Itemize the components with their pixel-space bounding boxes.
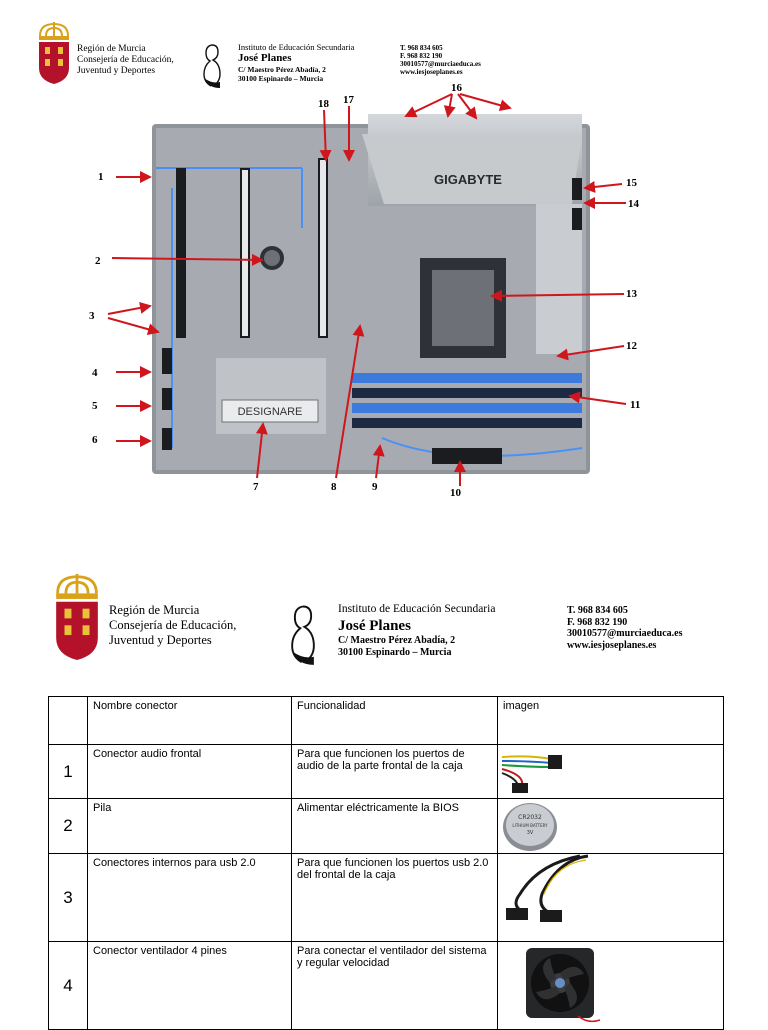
- email: 30010577@murciaeduca.es: [567, 628, 683, 639]
- callout-13: 13: [626, 288, 637, 300]
- board-brand-label: GIGABYTE: [434, 172, 502, 187]
- institute-type: Instituto de Educación Secundaria: [338, 603, 496, 615]
- region-name-block: Región de Murcia Consejería de Educación…: [109, 603, 236, 647]
- header-cell-image: imagen: [497, 696, 724, 745]
- callout-2: 2: [95, 255, 101, 267]
- region-line: Región de Murcia: [109, 603, 200, 617]
- region-name-block: Región de Murcia Consejería de Educación…: [77, 44, 174, 78]
- region-line: Juventud y Deportes: [109, 632, 212, 647]
- motherboard-image: GIGABYTE DESIGNARE: [152, 114, 590, 474]
- connector-name: Pila: [87, 798, 292, 854]
- callout-10: 10: [450, 487, 461, 499]
- phone: T. 968 834 605: [567, 605, 628, 616]
- callout-arrows: [107, 93, 627, 486]
- connector-name: Conector audio frontal: [87, 744, 292, 799]
- website: www.iesjoseplanes.es: [400, 68, 463, 77]
- connector-function: Para que funcionen los puertos de audio …: [291, 744, 498, 799]
- website: www.iesjoseplanes.es: [567, 639, 657, 651]
- table-row: 3 Conectores internos para usb 2.0 Para …: [48, 853, 724, 942]
- contact-block: T. 968 834 605 F. 968 832 190 30010577@m…: [400, 44, 481, 76]
- fax: F. 968 832 190: [567, 616, 628, 628]
- callout-15: 15: [626, 177, 637, 189]
- callout-1: 1: [98, 171, 104, 183]
- fan-image: [526, 948, 601, 1023]
- address-line: C/ Maestro Pérez Abadía, 2: [238, 65, 326, 75]
- address-line: 30100 Espinardo – Murcia: [338, 646, 452, 658]
- connector-function: Alimentar eléctricamente la BIOS: [291, 798, 498, 854]
- region-line: Juventud y Deportes: [77, 66, 156, 77]
- board-model-label: DESIGNARE: [238, 406, 303, 418]
- battery-label: 3V: [527, 830, 534, 836]
- header-cell-name: Nombre conector: [87, 696, 292, 745]
- callout-7: 7: [253, 481, 259, 493]
- email: 30010577@murciaeduca.es: [400, 60, 481, 69]
- region-crest-logo: [39, 22, 69, 84]
- institute-block: Instituto de Educación Secundaria José P…: [338, 603, 495, 659]
- battery-label: CR2032: [518, 814, 542, 821]
- institute-name: José Planes: [238, 52, 292, 65]
- school-bust-logo: [203, 44, 221, 88]
- callout-9: 9: [372, 481, 378, 493]
- institute-name: José Planes: [338, 617, 411, 634]
- institute-type: Instituto de Educación Secundaria: [238, 42, 355, 52]
- institute-block: Instituto de Educación Secundaria José P…: [238, 42, 354, 83]
- header-cell-number: [48, 696, 88, 745]
- callout-14: 14: [628, 198, 639, 210]
- callout-5: 5: [92, 400, 98, 412]
- address-line: C/ Maestro Pérez Abadía, 2: [338, 634, 456, 646]
- table-row: 1 Conector audio frontal Para que funcio…: [48, 744, 724, 799]
- connector-image-cell: [497, 853, 724, 942]
- callout-3: 3: [89, 310, 95, 322]
- phone: T. 968 834 605: [400, 44, 443, 52]
- connector-name: Conector ventilador 4 pines: [87, 941, 292, 1030]
- audio-cable-image: [501, 755, 562, 793]
- row-number: 2: [48, 798, 88, 854]
- connector-image-cell: [497, 941, 724, 1030]
- row-number: 1: [48, 744, 88, 799]
- callout-18: 18: [318, 98, 329, 110]
- region-line: Región de Murcia: [77, 44, 146, 54]
- connector-function: Para conectar el ventilador del sistema …: [291, 941, 498, 1030]
- header-cell-function: Funcionalidad: [291, 696, 498, 745]
- connector-image-cell: [497, 744, 724, 799]
- battery-label: LITHIUM BATTERY: [512, 823, 548, 828]
- region-line: Consejería de Educación,: [109, 617, 237, 632]
- connector-image-cell: CR2032 LITHIUM BATTERY 3V: [497, 798, 724, 854]
- coin-battery-image: CR2032 LITHIUM BATTERY 3V: [503, 803, 557, 851]
- callout-8: 8: [331, 481, 337, 493]
- callout-12: 12: [626, 340, 637, 352]
- callout-17: 17: [343, 94, 354, 106]
- connector-name: Conectores internos para usb 2.0: [87, 853, 292, 942]
- callout-11: 11: [630, 399, 641, 411]
- usb-cable-image: [506, 854, 589, 922]
- callout-16: 16: [451, 82, 462, 94]
- row-number: 3: [48, 853, 88, 942]
- table-row: 2 Pila Alimentar eléctricamente la BIOS …: [48, 798, 724, 854]
- connector-function: Para que funcionen los puertos usb 2.0 d…: [291, 853, 498, 942]
- table-header-row: Nombre conector Funcionalidad imagen: [48, 696, 724, 745]
- connector-table: Nombre conector Funcionalidad imagen 1 C…: [48, 696, 724, 1030]
- region-line: Consejería de Educación,: [77, 55, 174, 66]
- callout-6: 6: [92, 434, 98, 446]
- row-number: 4: [48, 941, 88, 1030]
- region-crest-logo: [56, 573, 98, 661]
- school-bust-logo: [291, 605, 315, 665]
- table-row: 4 Conector ventilador 4 pines Para conec…: [48, 941, 724, 1030]
- fax: F. 968 832 190: [400, 52, 443, 61]
- address-line: 30100 Espinardo – Murcia: [238, 74, 324, 84]
- callout-4: 4: [92, 367, 98, 379]
- contact-block: T. 968 834 605 F. 968 832 190 30010577@m…: [567, 605, 683, 651]
